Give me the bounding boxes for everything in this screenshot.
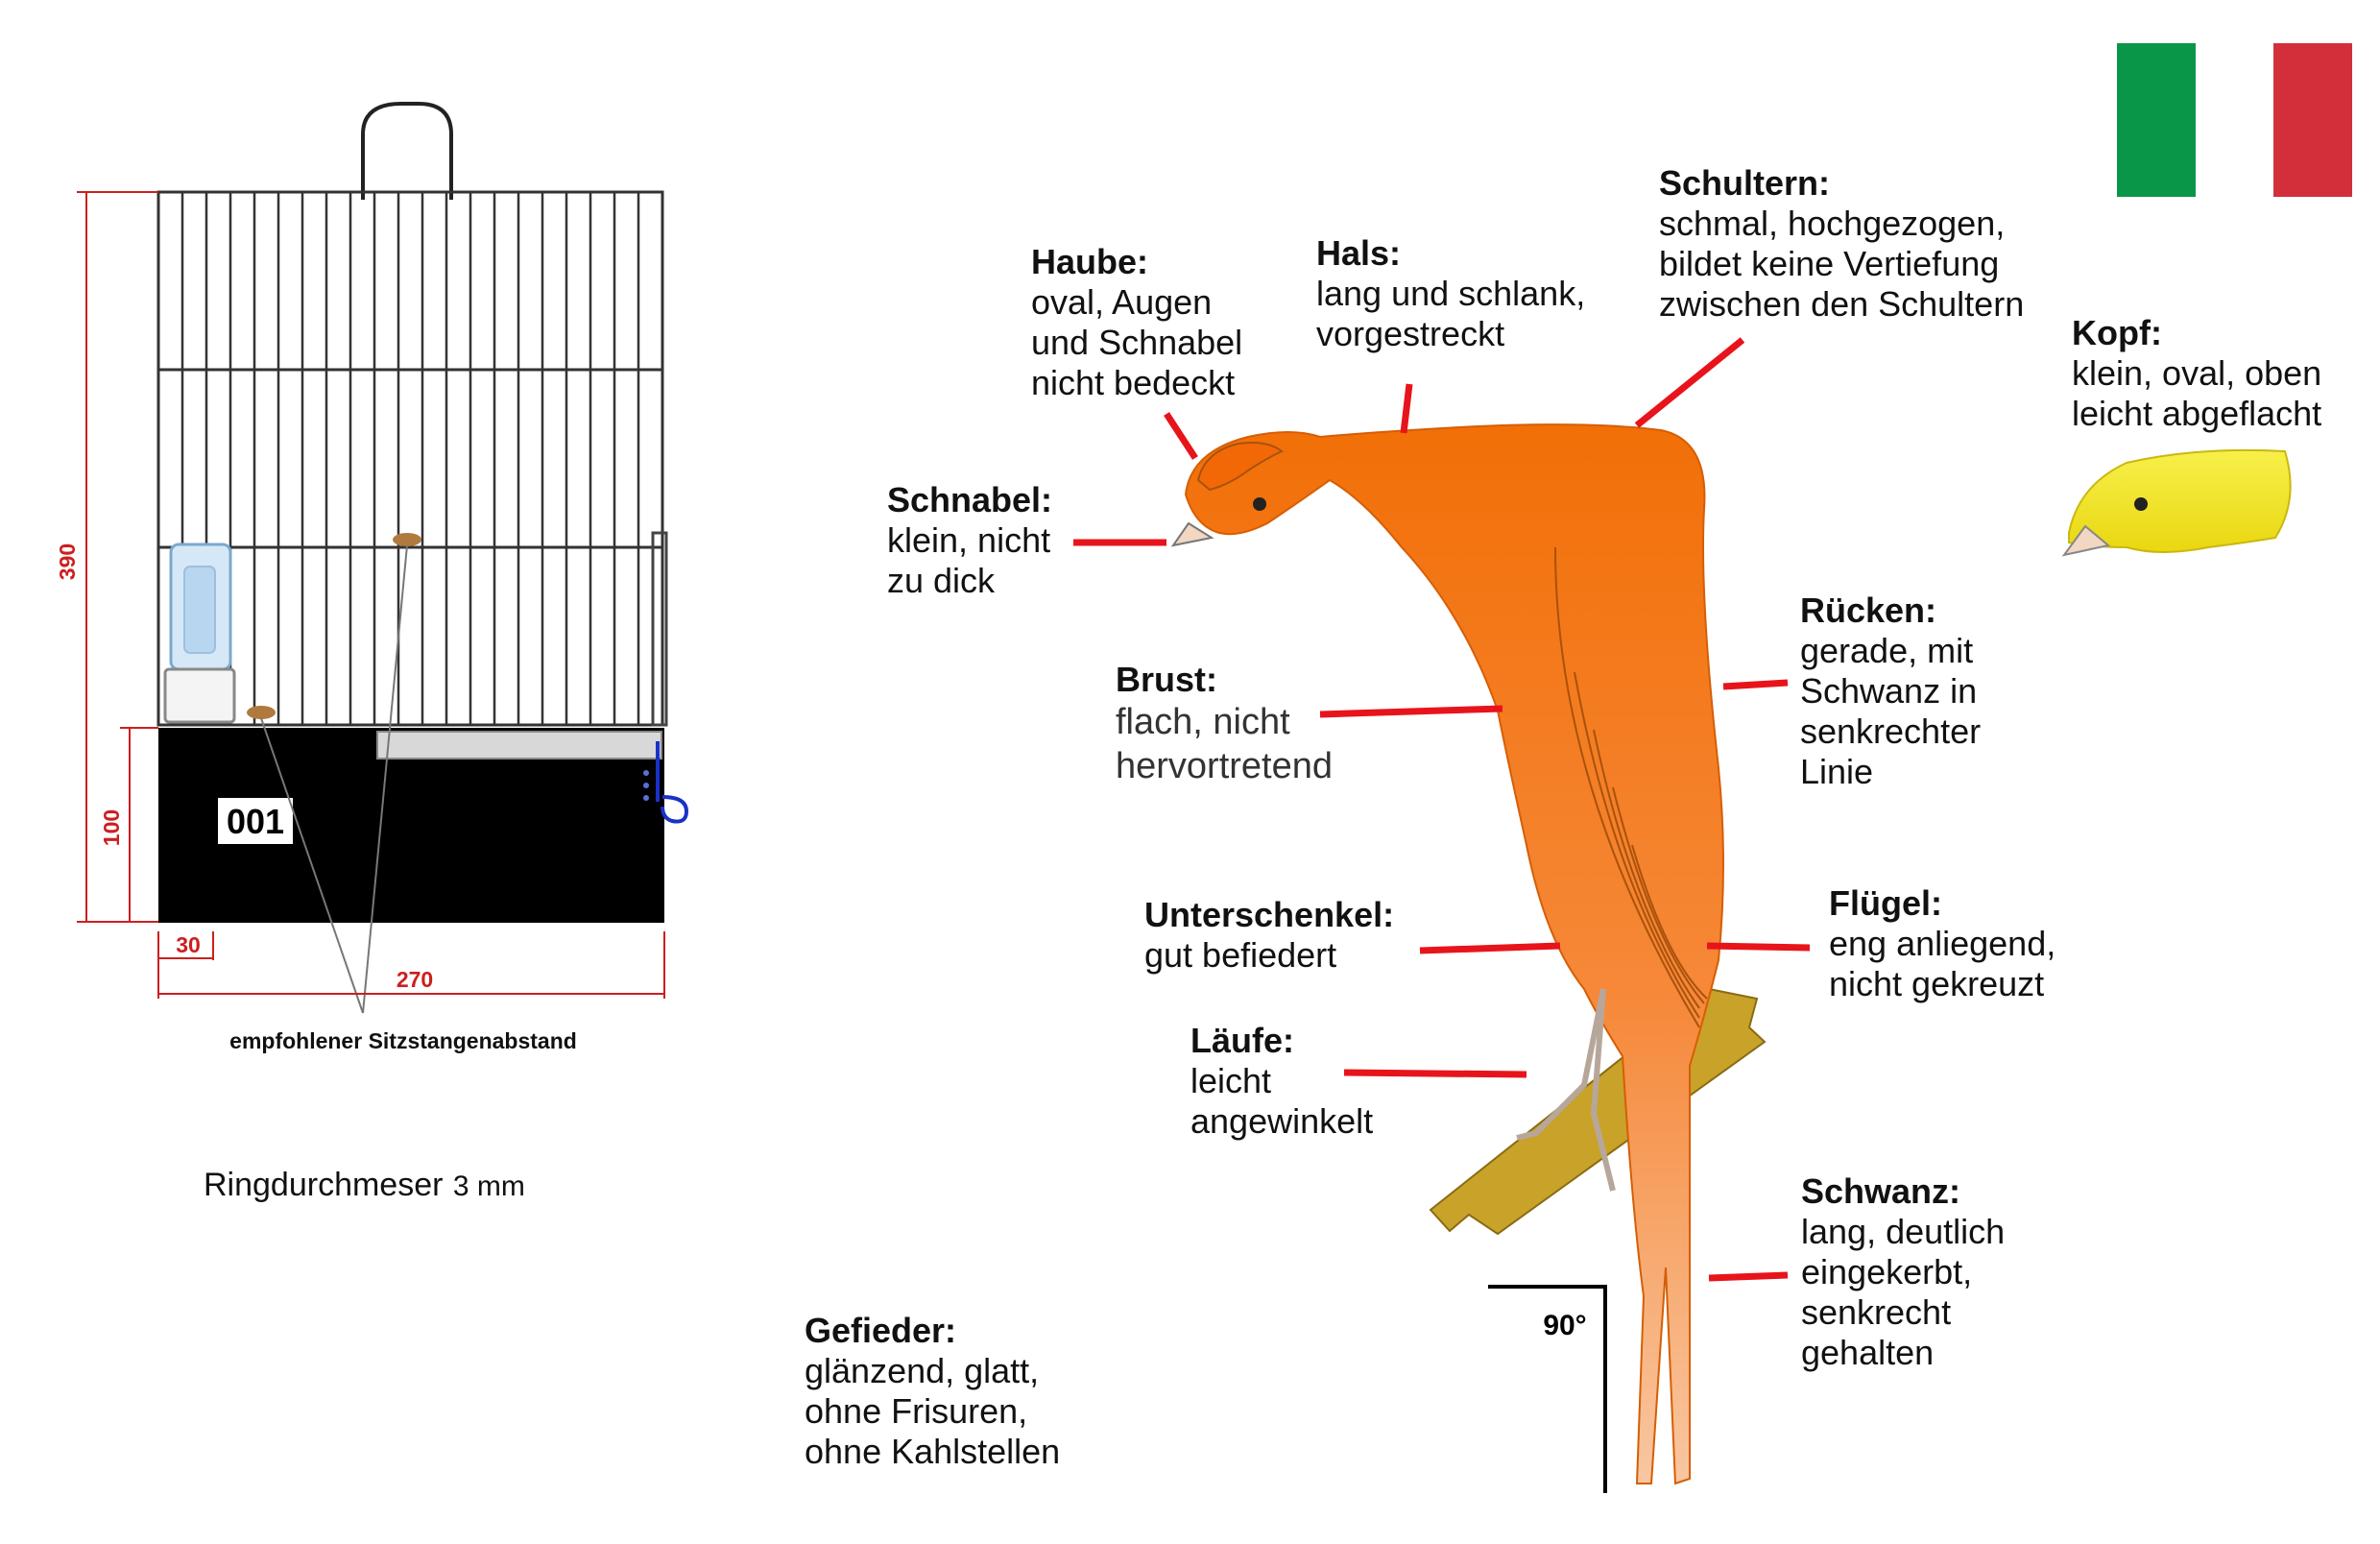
cage-number-box — [216, 796, 295, 846]
italian-flag — [2117, 43, 2352, 197]
cage-bars — [180, 192, 640, 725]
yellow-head-illustration — [2061, 448, 2292, 557]
label-hals: Hals: lang und schlank, vorgestreckt — [1316, 233, 1585, 354]
label-schwanz: Schwanz: lang, deutlich eingekerbt, senk… — [1801, 1171, 2005, 1373]
label-schwanz-title: Schwanz: — [1801, 1171, 1961, 1211]
pointer-fluegel — [1706, 942, 1811, 952]
cage-door — [651, 531, 668, 727]
pointer-haube — [1164, 412, 1198, 460]
label-brust-text: flach, nicht hervortretend — [1116, 702, 1334, 786]
label-fluegel-title: Flügel: — [1829, 883, 1942, 923]
ring-label: Ringdurchmeser — [204, 1167, 444, 1203]
label-laeufe: Läufe: leicht angewinkelt — [1190, 1021, 1373, 1142]
label-schnabel-text: klein, nicht zu dick — [887, 520, 1051, 600]
label-hals-text: lang und schlank, vorgestreckt — [1316, 274, 1586, 353]
dim-offset: 30 — [176, 932, 201, 957]
ring-diameter: Ringdurchmeser 3 mm — [204, 1167, 525, 1204]
wing-feathers — [1554, 546, 1708, 1028]
perch-pointer-lines — [260, 544, 408, 1014]
cage-drawer — [376, 731, 662, 760]
cage-number: 001 — [227, 802, 284, 841]
flag-green-stripe — [2117, 43, 2196, 197]
ring-value: 3 mm — [452, 1170, 525, 1202]
bird-beak — [1170, 521, 1214, 547]
label-hals-title: Hals: — [1316, 233, 1402, 273]
water-bottle-icon — [163, 543, 236, 724]
pointer-schwanz — [1708, 1271, 1789, 1282]
cage-wire-grid — [156, 190, 664, 727]
label-kopf-title: Kopf: — [2072, 313, 2162, 352]
pointer-ruecken — [1722, 679, 1789, 690]
label-fluegel-text: eng anliegend, nicht gekreuzt — [1829, 924, 2056, 1003]
label-brust-title: Brust: — [1116, 660, 1217, 699]
label-haube-title: Haube: — [1031, 242, 1149, 281]
label-gefieder-text: glänzend, glatt, ohne Frisuren, ohne Kah… — [805, 1351, 1061, 1471]
pointer-brust — [1319, 705, 1503, 718]
label-kopf-text: klein, oval, oben leicht abgeflacht — [2072, 353, 2322, 433]
perch-lower — [247, 706, 276, 719]
perch-caption: empfohlener Sitzstangenabstand — [229, 1028, 577, 1053]
label-schnabel-title: Schnabel: — [887, 480, 1053, 519]
label-brust: Brust: flach, nicht hervortretend — [1116, 660, 1333, 788]
bird-crest — [1196, 442, 1284, 492]
cage-handle — [361, 102, 453, 200]
label-laeufe-text: leicht angewinkelt — [1190, 1061, 1374, 1141]
bird-legs — [1516, 988, 1616, 1192]
dim-width: 270 — [397, 967, 433, 992]
angle-mark — [1488, 1285, 1607, 1493]
bird-body — [1184, 423, 1724, 1485]
bird-eye — [1253, 497, 1266, 511]
label-haube-text: oval, Augen und Schnabel nicht bedeckt — [1031, 282, 1243, 402]
label-gefieder-title: Gefieder: — [805, 1311, 957, 1350]
label-schwanz-text: lang, deutlich eingekerbt, senkrecht geh… — [1801, 1212, 2006, 1372]
label-unterschenkel-title: Unterschenkel: — [1144, 895, 1395, 934]
label-ruecken-title: Rücken: — [1800, 591, 1937, 630]
label-unterschenkel: Unterschenkel: gut befiedert — [1144, 895, 1394, 976]
label-laeufe-title: Läufe: — [1190, 1021, 1294, 1060]
angle-label: 90° — [1543, 1310, 1586, 1341]
flag-red-stripe — [2273, 43, 2352, 197]
pointer-lines — [1073, 337, 1811, 1282]
cage-diagram: 001 390 100 30 270 empfohlener Sitzstang… — [55, 102, 689, 1053]
label-schultern-title: Schultern: — [1659, 163, 1831, 203]
pointer-laeufe — [1343, 1069, 1527, 1078]
label-schultern-text: schmal, hochgezogen, bildet keine Vertie… — [1659, 204, 2025, 324]
label-kopf: Kopf: klein, oval, oben leicht abgeflach… — [2072, 313, 2321, 434]
dim-height-total: 390 — [55, 543, 80, 580]
label-haube: Haube: oval, Augen und Schnabel nicht be… — [1031, 242, 1242, 403]
label-fluegel: Flügel: eng anliegend, nicht gekreuzt — [1829, 883, 2055, 1004]
label-schnabel: Schnabel: klein, nicht zu dick — [887, 480, 1052, 601]
pointer-hals — [1400, 383, 1413, 434]
blue-clip-icon — [656, 741, 689, 824]
label-unterschenkel-text: gut befiedert — [1144, 935, 1337, 975]
label-schultern: Schultern: schmal, hochgezogen, bildet k… — [1659, 163, 2024, 325]
dim-height-base: 100 — [99, 809, 124, 846]
label-ruecken-text: gerade, mit Schwanz in senkrechter Linie — [1800, 631, 1982, 791]
pointer-schultern — [1634, 337, 1745, 428]
perch-upper — [393, 533, 421, 546]
pointer-unterschenkel — [1419, 942, 1561, 954]
dimension-lines — [77, 191, 665, 999]
label-gefieder: Gefieder: glänzend, glatt, ohne Frisuren… — [805, 1311, 1060, 1472]
label-ruecken: Rücken: gerade, mit Schwanz in senkrecht… — [1800, 591, 1981, 792]
